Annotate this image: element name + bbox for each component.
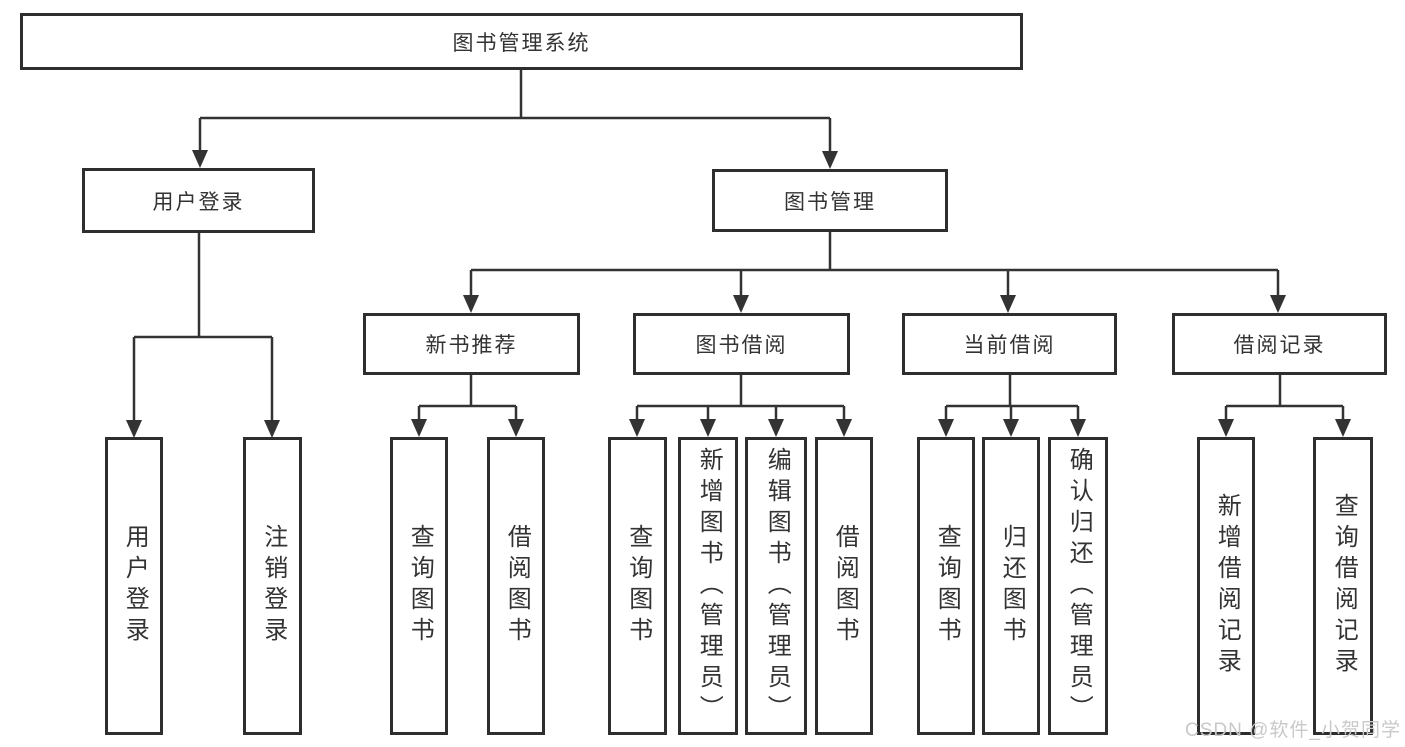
leaf-label: 查询借阅记录 bbox=[1330, 493, 1358, 679]
leaf-user-login: 用户登录 bbox=[105, 437, 163, 735]
csdn-watermark: CSDN @软件_小贺同学 bbox=[1185, 720, 1401, 741]
node-current-borrow: 当前借阅 bbox=[902, 313, 1117, 375]
leaf-label: 查询图书 bbox=[933, 524, 961, 648]
leaf-add-book-admin: 新增图书（管理员） bbox=[678, 437, 738, 735]
leaf-label: 查询图书 bbox=[624, 524, 652, 648]
leaf-label: 注销登录 bbox=[259, 524, 287, 648]
leaf-add-borrow-record: 新增借阅记录 bbox=[1197, 437, 1255, 735]
leaf-query-books-recommend: 查询图书 bbox=[390, 437, 448, 735]
leaf-label: 编辑图书（管理员） bbox=[763, 446, 791, 726]
leaf-logout: 注销登录 bbox=[243, 437, 302, 735]
node-new-book-recommend: 新书推荐 bbox=[363, 313, 580, 375]
leaf-query-books-borrow: 查询图书 bbox=[608, 437, 667, 735]
leaf-label: 查询图书 bbox=[406, 524, 434, 648]
leaf-label: 归还图书 bbox=[998, 524, 1026, 648]
leaf-borrow-books: 借阅图书 bbox=[815, 437, 873, 735]
leaf-label: 确认归还（管理员） bbox=[1065, 446, 1093, 726]
node-user-login: 用户登录 bbox=[82, 168, 315, 233]
leaf-query-borrow-record: 查询借阅记录 bbox=[1313, 437, 1373, 735]
node-book-borrow: 图书借阅 bbox=[633, 313, 850, 375]
node-book-management: 图书管理 bbox=[712, 169, 948, 232]
leaf-label: 借阅图书 bbox=[503, 524, 531, 648]
node-borrow-records: 借阅记录 bbox=[1172, 313, 1387, 375]
leaf-label: 新增借阅记录 bbox=[1213, 493, 1241, 679]
leaf-confirm-return-admin: 确认归还（管理员） bbox=[1048, 437, 1108, 735]
node-library-management-system: 图书管理系统 bbox=[20, 13, 1023, 70]
leaf-return-book: 归还图书 bbox=[982, 437, 1040, 735]
arrowheads bbox=[126, 150, 1351, 438]
leaf-borrow-books-recommend: 借阅图书 bbox=[487, 437, 545, 735]
leaf-edit-book-admin: 编辑图书（管理员） bbox=[745, 437, 807, 735]
leaf-label: 借阅图书 bbox=[831, 524, 859, 648]
leaf-query-books-current: 查询图书 bbox=[917, 437, 975, 735]
leaf-label: 新增图书（管理员） bbox=[695, 446, 723, 726]
leaf-label: 用户登录 bbox=[121, 524, 149, 648]
